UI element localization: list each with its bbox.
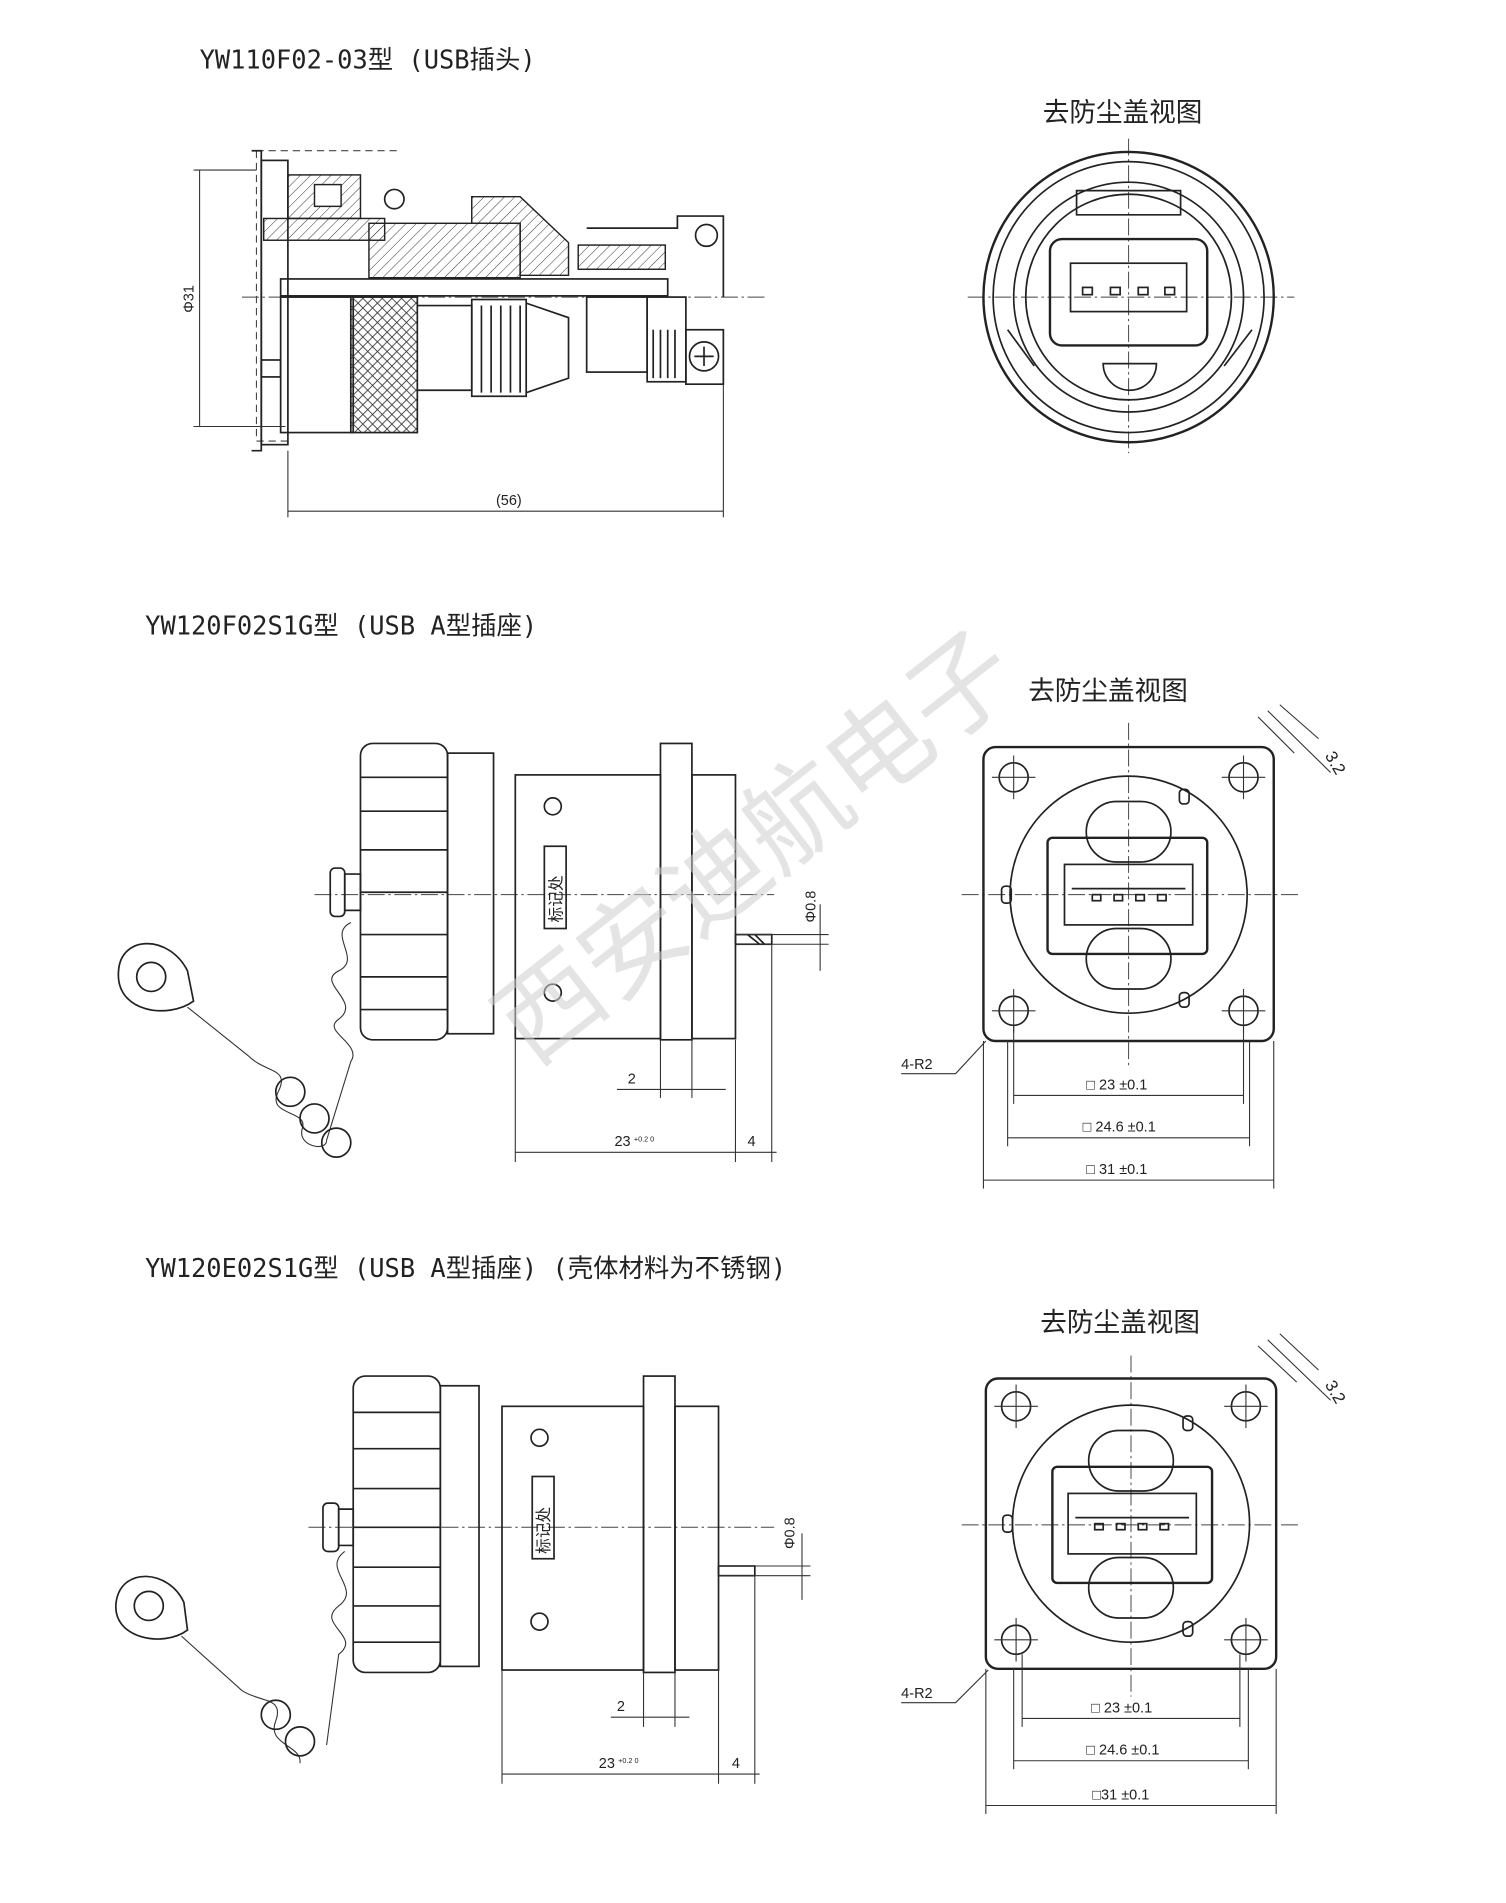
section-2-title: YW120F02S1G型 (USB A型插座) — [145, 611, 537, 641]
stainless-square-23-dim: □ 23 ±0.1 — [1091, 1700, 1152, 1716]
section-usb-receptacle-stainless: YW120E02S1G型 (USB A型插座) (壳体材料为不锈钢) 标记处 — [115, 1253, 1349, 1814]
square-31-dim: □ 31 ±0.1 — [1086, 1162, 1147, 1178]
plug-diameter-dim: Φ31 — [182, 285, 198, 313]
hole-size-dim: 3.2 — [1321, 748, 1349, 778]
stainless-hole-size-dim: 3.2 — [1321, 1377, 1349, 1407]
stainless-front-view: 去防尘盖视图 3.2 4-R2 — [901, 1307, 1349, 1814]
receptacle-front-view: 去防尘盖视图 3.2 4-R2 — [901, 676, 1349, 1189]
plug-length-dim: (56) — [496, 493, 522, 509]
section-3-view-label: 去防尘盖视图 — [1040, 1307, 1200, 1338]
stainless-body-length-dim: 23 — [599, 1756, 615, 1772]
stainless-square-31-dim: □31 ±0.1 — [1092, 1787, 1149, 1803]
section-usb-receptacle: YW120F02S1G型 (USB A型插座) 标记处 — [117, 611, 1349, 1189]
plug-side-view: Φ31 (56) — [182, 149, 769, 518]
stainless-radius-dim: 4-R2 — [901, 1686, 932, 1702]
stainless-pin-diameter-dim: Φ0.8 — [783, 1517, 799, 1549]
section-3-title: YW120E02S1G型 (USB A型插座) (壳体材料为不锈钢) — [145, 1253, 786, 1283]
plug-front-view: 去防尘盖视图 — [967, 98, 1295, 454]
stainless-tail-dim: 4 — [732, 1756, 740, 1772]
pin-diameter-dim: Φ0.8 — [803, 891, 819, 923]
marking-label: 标记处 — [546, 875, 565, 922]
body-tolerance: +0.2 0 — [634, 1134, 654, 1143]
stainless-marking-label: 标记处 — [534, 1506, 553, 1553]
tail-dim: 4 — [748, 1134, 756, 1150]
stainless-body-tolerance: +0.2 0 — [618, 1756, 638, 1765]
stainless-square-24-dim: □ 24.6 ±0.1 — [1086, 1743, 1159, 1759]
receptacle-side-view: 标记处 Φ0.8 2 23 +0.2 0 4 — [117, 742, 829, 1162]
square-24-dim: □ 24.6 ±0.1 — [1083, 1120, 1156, 1136]
section-1-view-label: 去防尘盖视图 — [1043, 98, 1203, 129]
radius-dim: 4-R2 — [901, 1057, 932, 1073]
flange-dim: 2 — [628, 1071, 636, 1087]
stainless-side-view: 标记处 Φ0.8 2 23 +0.2 0 4 — [115, 1375, 811, 1784]
section-1-title: YW110F02-03型 (USB插头) — [200, 44, 536, 74]
watermark: 西安迪航电子 — [473, 607, 1040, 1087]
section-2-view-label: 去防尘盖视图 — [1028, 676, 1188, 707]
section-usb-plug: YW110F02-03型 (USB插头) — [182, 44, 1295, 518]
square-23-dim: □ 23 ±0.1 — [1086, 1077, 1147, 1093]
stainless-flange-dim: 2 — [617, 1699, 625, 1715]
body-length-dim: 23 — [614, 1134, 630, 1150]
